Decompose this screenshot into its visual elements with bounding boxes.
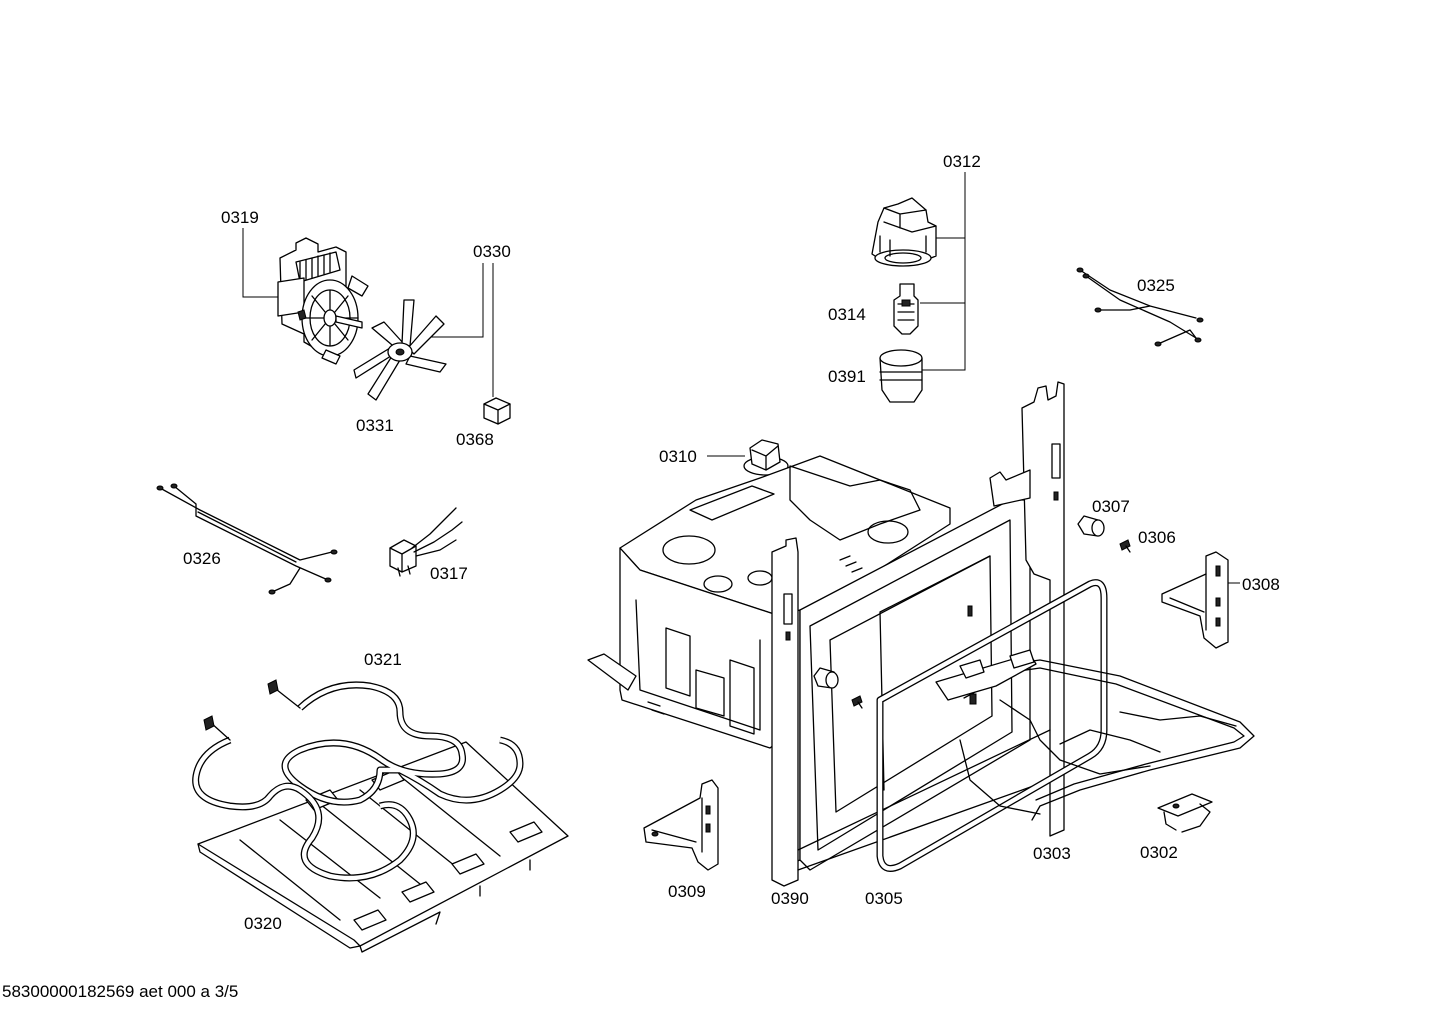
label-0310: 0310	[659, 447, 697, 466]
label-0307: 0307	[1092, 497, 1130, 516]
leader-lines	[242, 172, 1240, 584]
fan-blade-0331	[353, 299, 447, 401]
bracket-0308	[1161, 551, 1229, 649]
label-0326: 0326	[183, 549, 221, 568]
label-0321: 0321	[364, 650, 402, 669]
label-0309: 0309	[668, 882, 706, 901]
lamp-housing-0312	[871, 197, 937, 267]
front-frame-0390	[771, 381, 1065, 887]
leader-0319	[242, 228, 285, 298]
label-0319: 0319	[221, 208, 259, 227]
label-0303: 0303	[1033, 844, 1071, 863]
label-0314: 0314	[828, 305, 866, 324]
lamp-bulb-0314	[893, 283, 919, 335]
leader-0312	[916, 172, 966, 371]
label-0308: 0308	[1242, 575, 1280, 594]
switch-0317	[389, 507, 463, 577]
label-0305: 0305	[865, 889, 903, 908]
screw-0306	[851, 539, 1131, 709]
label-0331: 0331	[356, 416, 394, 435]
element-0305	[876, 579, 1108, 872]
label-0302: 0302	[1140, 843, 1178, 862]
bracket-0309	[643, 779, 719, 871]
leader-0330	[430, 263, 484, 338]
oven-cavity	[587, 455, 1031, 871]
lamp-cover-0391	[879, 349, 923, 403]
label-0390: 0390	[771, 889, 809, 908]
wire-0326	[156, 483, 338, 595]
thermostat-0310	[743, 439, 789, 476]
label-0306: 0306	[1138, 528, 1176, 547]
part-labels: 0312 0319 0330 0325 0314 0391 0331 0368 …	[183, 152, 1280, 933]
knob-0307	[813, 515, 1105, 689]
element-0321	[192, 679, 524, 882]
document-code: 58300000182569 aet 000 a 3/5	[2, 982, 238, 1001]
label-0317: 0317	[430, 564, 468, 583]
element-0303	[935, 649, 1255, 821]
nut-0368	[483, 397, 511, 425]
label-0312: 0312	[943, 152, 981, 171]
label-0320: 0320	[244, 914, 282, 933]
label-0330: 0330	[473, 242, 511, 261]
label-0368: 0368	[456, 430, 494, 449]
label-0325: 0325	[1137, 276, 1175, 295]
label-0391: 0391	[828, 367, 866, 386]
bracket-0302	[1157, 793, 1213, 833]
wire-harness-0325	[1076, 267, 1204, 347]
fan-motor-0319	[277, 237, 369, 365]
